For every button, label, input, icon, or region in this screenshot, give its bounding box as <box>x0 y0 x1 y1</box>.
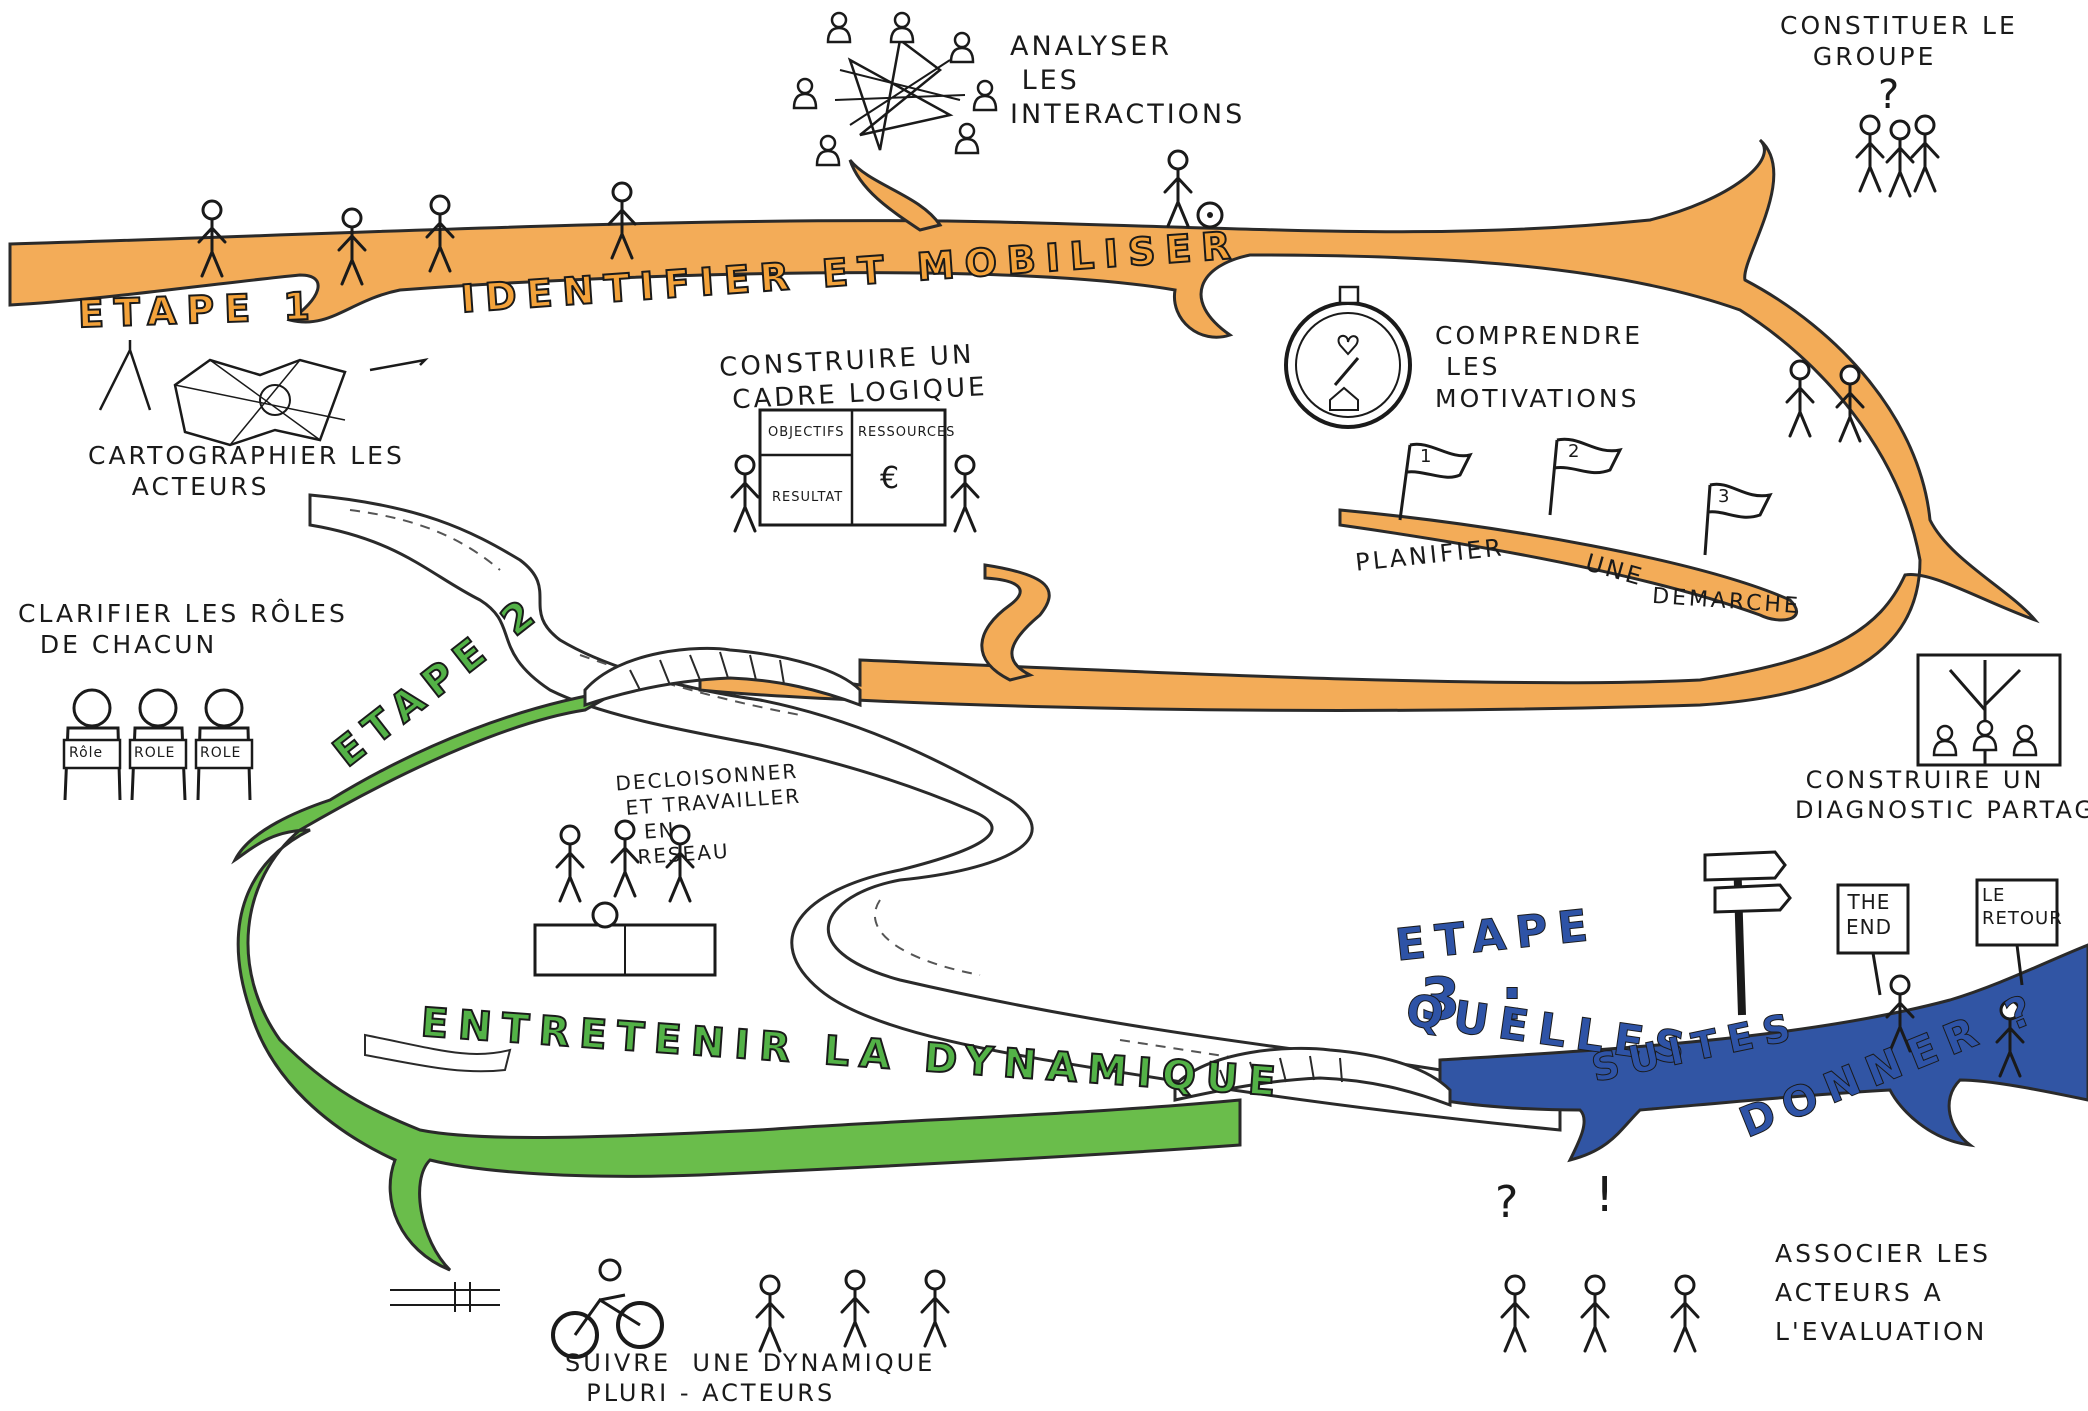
annotation-analyser: ANALYSER LES INTERACTIONS <box>1010 31 1246 130</box>
annotation-comprendre: COMPRENDRE LES MOTIVATIONS <box>1435 321 1644 413</box>
role-people <box>62 688 254 801</box>
logic-board <box>730 408 980 533</box>
rail-track <box>390 1282 500 1312</box>
flags-group <box>1398 437 1773 556</box>
board-resultat: RESULTAT <box>772 490 844 505</box>
sign-le-retour: LE RETOUR <box>1982 885 2063 929</box>
signpost-icon <box>1703 850 1792 1016</box>
step3-label-line2: 3 : <box>1420 965 1534 1034</box>
evaluation-group <box>1500 1274 1700 1353</box>
tree-icon <box>1916 653 2062 767</box>
role-badge-2: ROLE <box>134 745 176 761</box>
walkers-group <box>197 114 1940 443</box>
annotation-associer: ASSOCIER LES ACTEURS A L'EVALUATION <box>1775 1239 1992 1346</box>
question-mark-evaluation: ? <box>1495 1177 1522 1228</box>
board-objectifs: OBJECTIFS <box>768 425 845 440</box>
question-mark-group: ? <box>1878 72 1903 118</box>
annotation-cadre: CONSTRUIRE UN CADRE LOGIQUE <box>718 339 989 416</box>
end-signs <box>1836 878 2059 1078</box>
annotation-suivre: SUIVRE UNE DYNAMIQUE PLURI - ACTEURS <box>565 1349 936 1407</box>
network-walkers <box>533 819 717 977</box>
board-euro: € <box>880 461 903 496</box>
annotation-cartographier: CARTOGRAPHIER LES ACTEURS <box>88 441 405 502</box>
flag-number-3: 3 <box>1718 486 1733 507</box>
exclamation-mark: ! <box>1595 1167 1618 1223</box>
step3-path <box>1438 943 2088 1163</box>
flag-number-2: 2 <box>1568 441 1583 462</box>
compass-icon <box>1284 285 1412 429</box>
annotation-constituer: CONSTITUER LE GROUPE <box>1780 11 2018 72</box>
map-icon <box>98 340 429 447</box>
role-badge-3: ROLE <box>200 745 242 761</box>
step2-path <box>231 688 1242 1272</box>
role-badge-1: Rôle <box>69 745 104 761</box>
step1-label: ETAPE 1 <box>76 283 321 337</box>
board-ressources: RESSOURCES <box>858 425 956 440</box>
annotation-decloisonner: DECLOISONNER ET TRAVAILLER EN RESEAU <box>614 758 802 871</box>
bridge-icon <box>583 646 1452 1108</box>
network-icon <box>792 11 998 167</box>
runners-group <box>755 1269 950 1353</box>
bicycle-icon <box>551 1258 664 1359</box>
sign-the-end: THE END <box>1846 890 1892 939</box>
flag-number-1: 1 <box>1420 446 1435 467</box>
annotation-clarifier: CLARIFIER LES RÔLES DE CHACUN <box>18 599 348 660</box>
annotation-diagnostic: CONSTRUIRE UN DIAGNOSTIC PARTAGÉ <box>1795 766 2088 824</box>
